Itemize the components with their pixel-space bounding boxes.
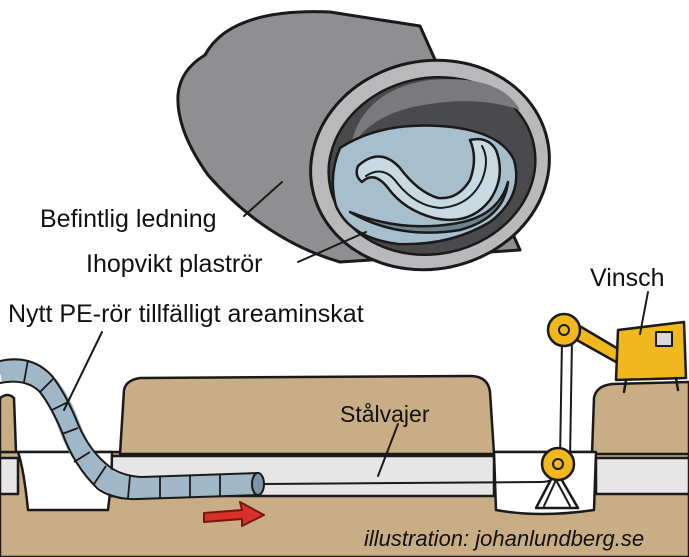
folded-plastic-pipe: [331, 124, 518, 246]
label-existing-pipe: Befintlig ledning: [40, 205, 217, 233]
leader-lines: [63, 181, 649, 477]
label-folded-pipe: Ihopvikt plaströr: [86, 250, 262, 278]
winch-machine-icon: [546, 312, 688, 394]
label-new-pipe: Nytt PE-rör tillfälligt areaminskat: [8, 300, 364, 328]
pulley-icon: [534, 446, 580, 510]
red-arrow-right-icon: [203, 501, 265, 527]
label-winch: Vinsch: [590, 264, 665, 292]
label-steel-wire: Stålvajer: [340, 401, 430, 427]
illustration-credit: illustration: johanlundberg.se: [364, 526, 644, 551]
